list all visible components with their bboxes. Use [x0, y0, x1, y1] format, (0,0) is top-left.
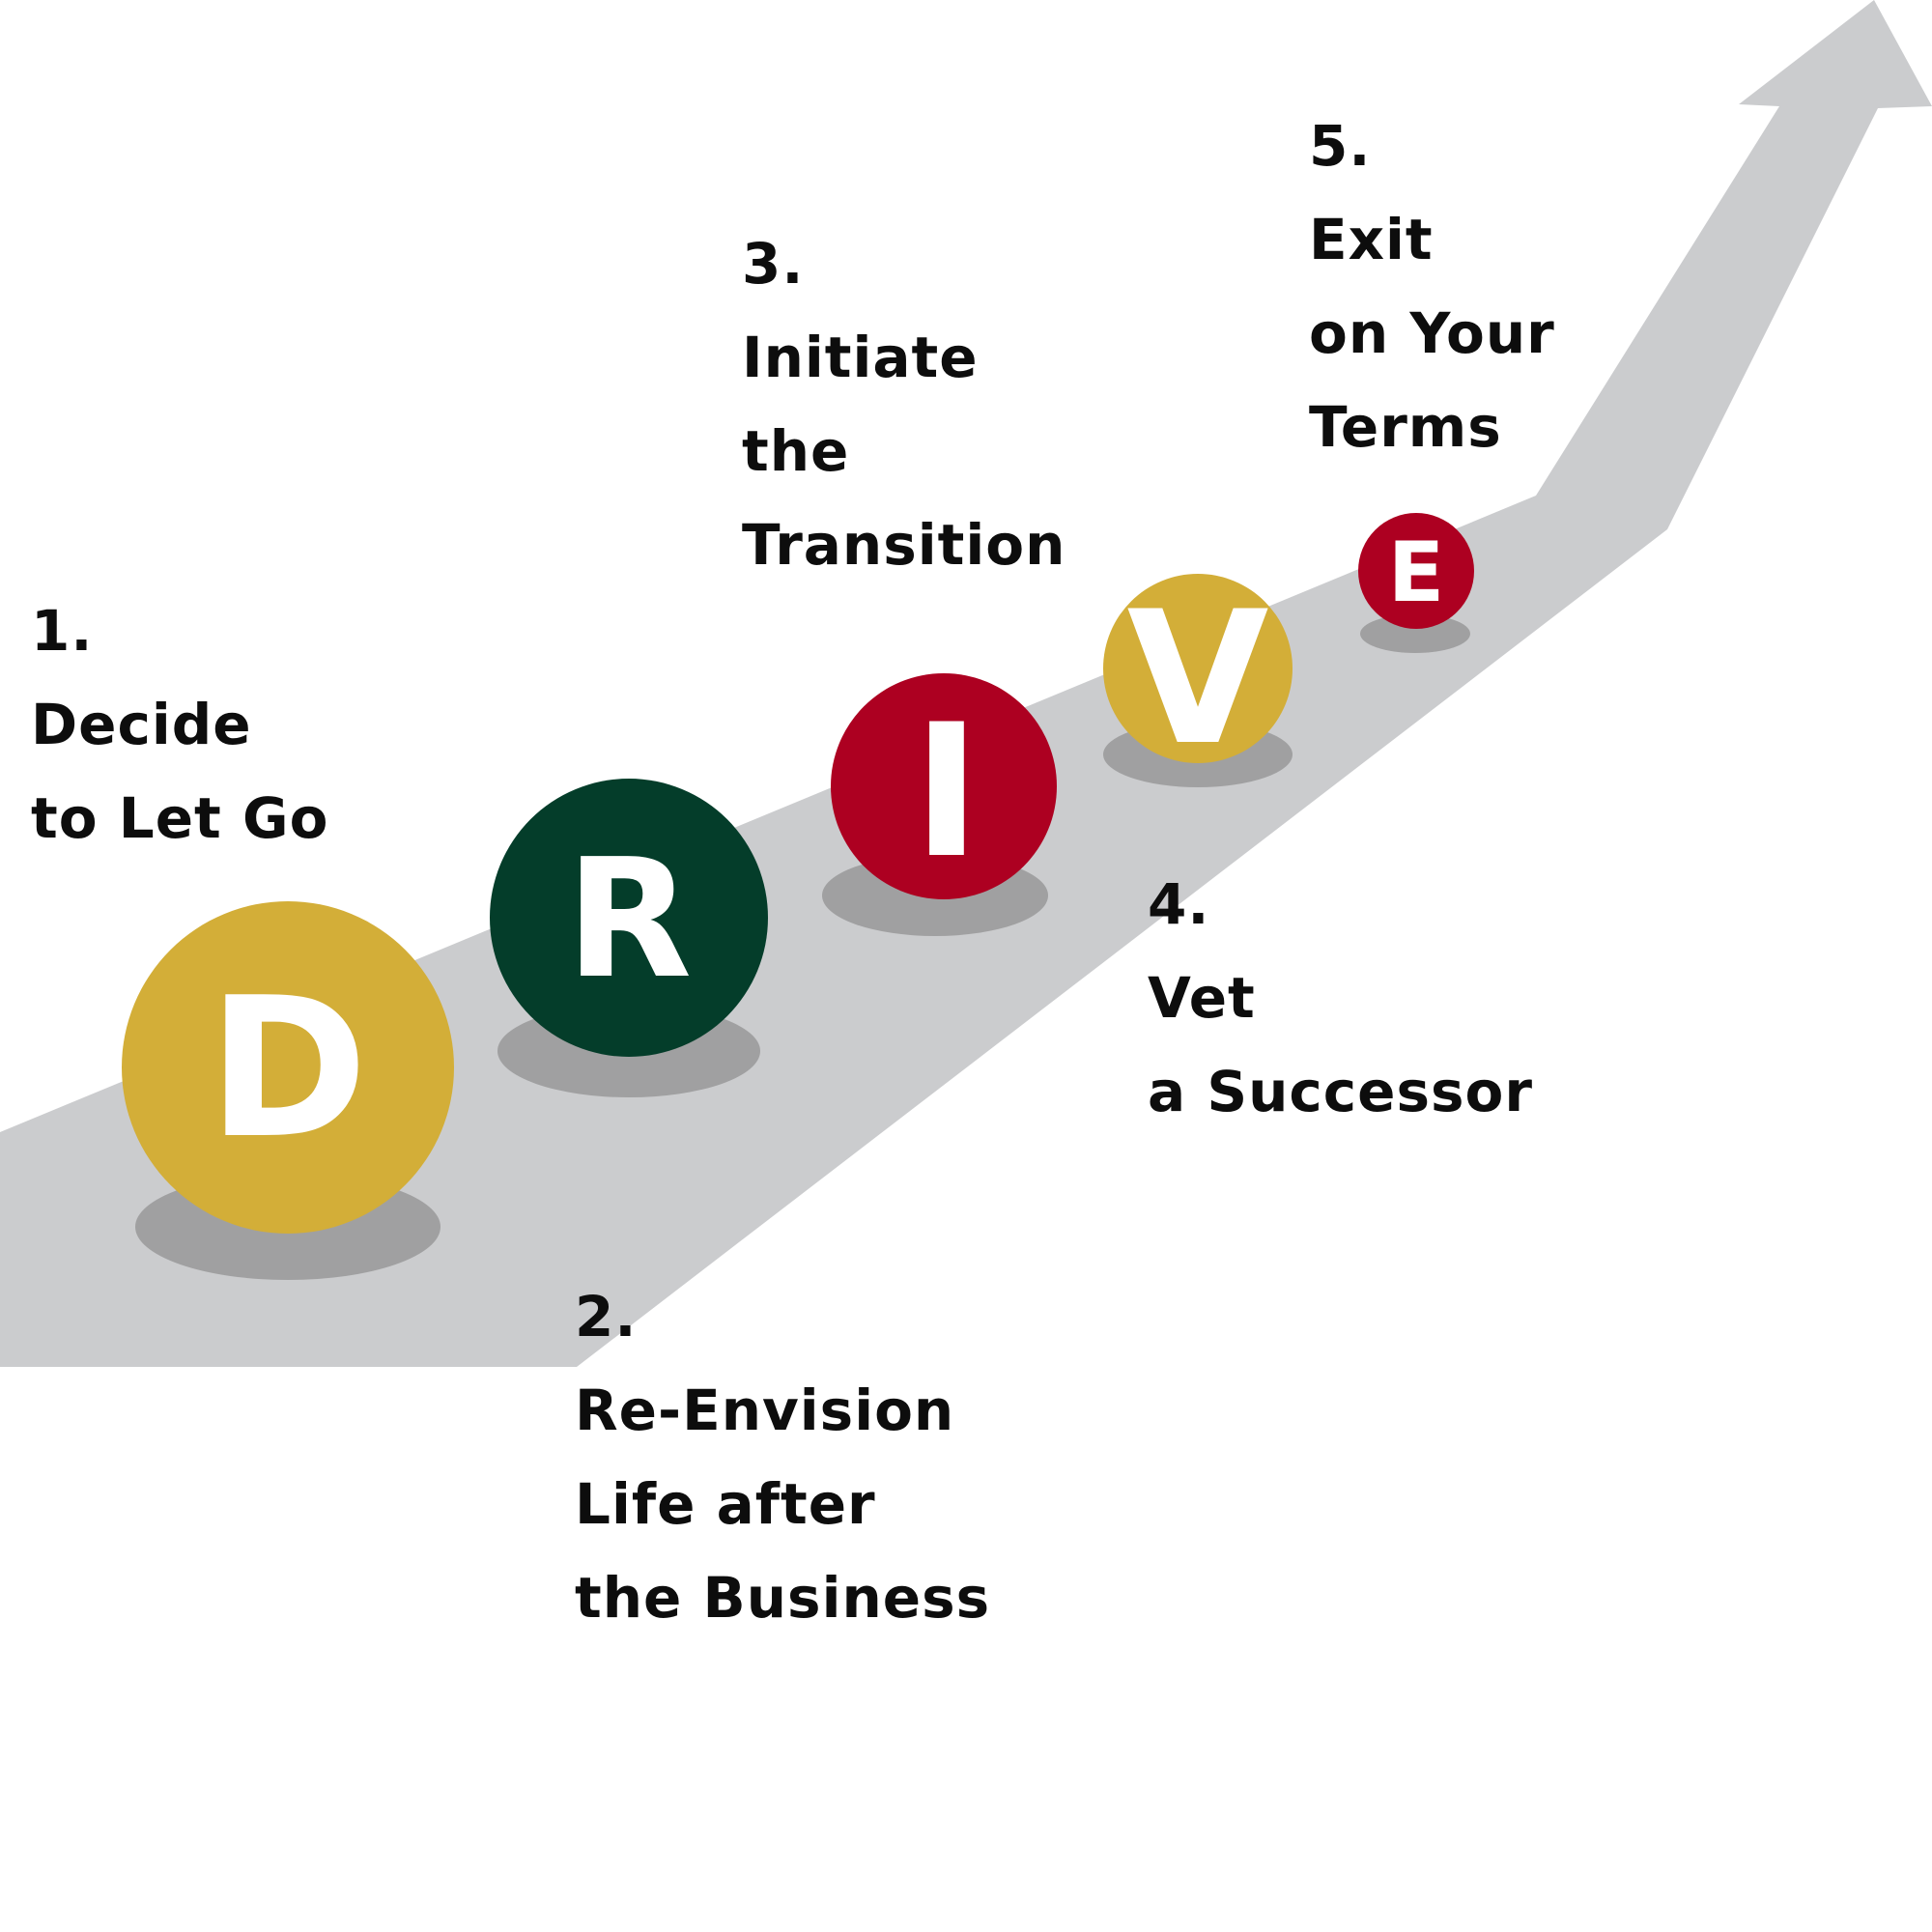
step-number: 4.	[1148, 871, 1210, 937]
bubble-letter: D	[208, 956, 368, 1181]
bubble-circle	[122, 901, 454, 1234]
step-number: 2.	[575, 1284, 638, 1350]
step-bubble-e: E	[1358, 513, 1474, 653]
bubble-circle	[490, 779, 768, 1057]
step-line: to Let Go	[31, 785, 329, 851]
step-bubble-d: D	[122, 901, 454, 1280]
step-line: Initiate	[742, 325, 979, 390]
step-5-label: 5. Exit on Your Terms	[1309, 99, 1555, 474]
step-line: on Your	[1309, 300, 1555, 366]
growth-arrow-road	[0, 0, 1932, 1367]
step-2-label: 2. Re-Envision Life after the Business	[575, 1270, 990, 1645]
step-line: a Successor	[1148, 1059, 1533, 1124]
bubble-letter: R	[566, 824, 693, 1015]
step-line: the Business	[575, 1565, 991, 1631]
step-1-label: 1. Decide to Let Go	[31, 584, 328, 866]
step-line: the	[742, 418, 850, 484]
bubble-circle	[831, 673, 1057, 899]
step-4-label: 4. Vet a Successor	[1148, 858, 1533, 1139]
bubble-letter: I	[913, 685, 981, 898]
step-line: Decide	[31, 692, 252, 757]
step-line: Transition	[742, 512, 1066, 578]
step-bubble-i: I	[822, 673, 1057, 936]
step-3-label: 3. Initiate the Transition	[742, 217, 1065, 592]
step-number: 3.	[742, 231, 805, 297]
step-line: Re-Envision	[575, 1378, 955, 1443]
bubble-shadow	[1360, 614, 1470, 653]
bubble-letter: V	[1126, 572, 1268, 785]
step-line: Exit	[1309, 207, 1434, 272]
step-line: Terms	[1309, 394, 1502, 460]
step-bubble-r: R	[490, 779, 768, 1097]
step-number: 5.	[1309, 113, 1372, 179]
bubble-circle	[1103, 574, 1293, 763]
step-line: Vet	[1148, 965, 1256, 1031]
step-number: 1.	[31, 598, 94, 664]
step-bubble-v: V	[1103, 572, 1293, 787]
bubble-letter: E	[1388, 525, 1445, 621]
bubble-circle	[1358, 513, 1474, 629]
step-line: Life after	[575, 1471, 876, 1537]
